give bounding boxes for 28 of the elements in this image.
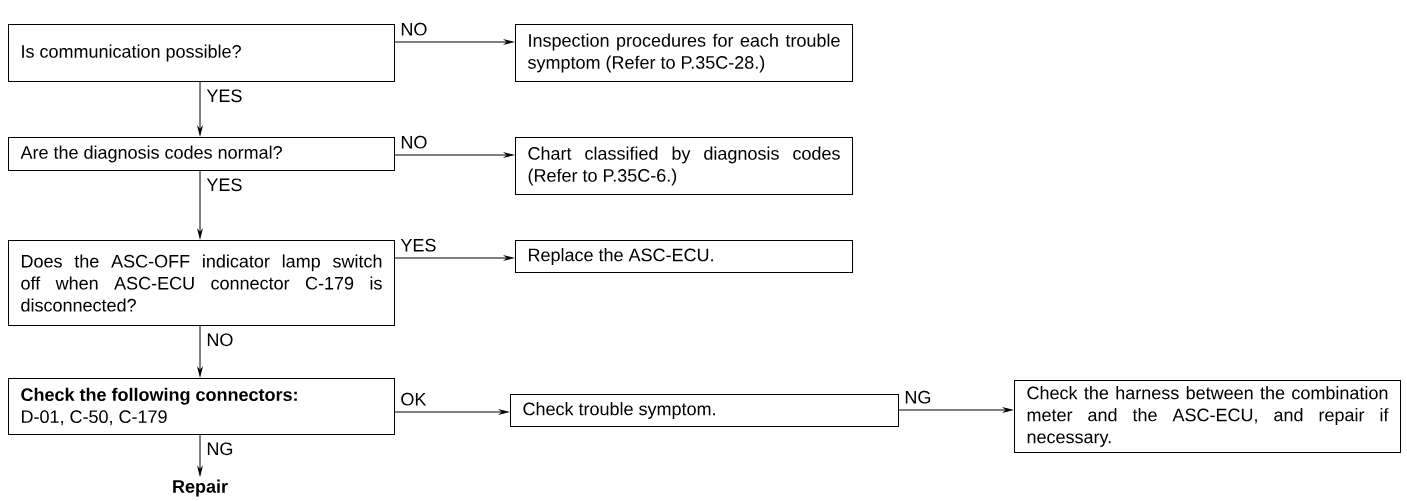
result-text: Repair [173,479,228,497]
process-box: Check the following connectors: D-01, C-50, C-179 [8,378,395,435]
arrow [394,152,514,158]
edge-label: NO [204,331,236,349]
process-box: Does the ASC-OFF indicator lamp switch off when ASC-ECU connector C-179 is disconnected? [8,240,395,326]
process-box: Inspection procedures for each trouble symptom (Refer to P.35C-28.) [515,24,853,82]
process-box: Check trouble symptom. [510,394,899,427]
edge-label: YES [204,87,245,105]
arrow [394,409,509,415]
arrow [197,325,203,377]
process-box: Is communication possible? [8,24,395,82]
arrow [394,39,514,45]
arrow [394,255,514,261]
process-box: Replace the ASC-ECU. [515,240,853,273]
arrow [197,170,203,239]
process-box: Chart classified by diagnosis codes (Refer to P.35C-6.) [515,137,853,195]
edge-label: NO [398,20,430,38]
process-box: Are the diagnosis codes normal? [8,137,395,171]
edge-label: YES [398,236,439,254]
edge-label: NG [902,388,934,406]
edge-label: OK [398,390,429,408]
arrow [197,81,203,136]
process-box: Check the harness between the combination meter and the ASC-ECU, and repair if necessary. [1014,380,1401,453]
arrow [197,434,203,476]
edge-label: NG [204,440,236,458]
arrow [898,407,1013,413]
edge-label: NO [398,133,430,151]
edge-label: YES [204,176,245,194]
